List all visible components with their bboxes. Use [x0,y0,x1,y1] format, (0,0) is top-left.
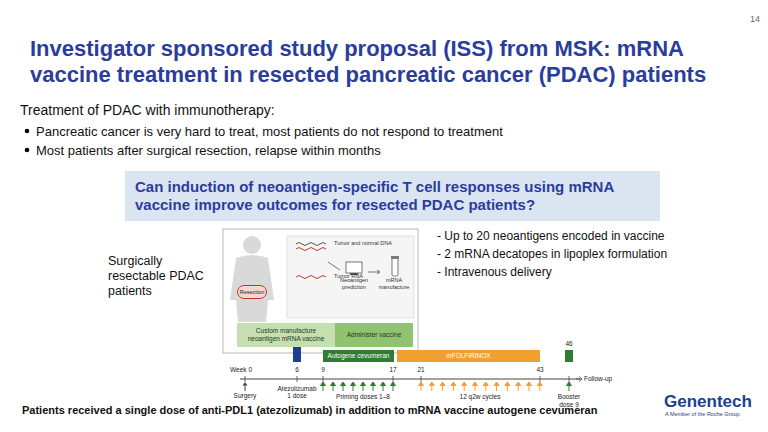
question-band: Can induction of neoantigen-specific T c… [125,171,660,221]
node-text: Can induction of neoantigen-specific T c… [135,178,650,214]
node-text: Administer vaccine [347,331,402,339]
workflow-label: mRNA manufacture [376,277,412,290]
axis-end-arrow [576,377,582,382]
week-number: 9 [313,366,333,374]
timeline-label: Atezolizumab [272,385,322,393]
phase-band: mFOLFIRINOX [397,350,540,362]
phase-band: Administer vaccine [335,323,413,347]
logo-tagline: A Member of the Roche Group [665,411,765,418]
node-text: mFOLFIRINOX [446,352,490,360]
week-number: 43 [530,366,550,374]
priming-arrows [321,382,572,391]
workflow-panel [287,236,414,318]
section-heading: Treatment of PDAC with immunotherapy: [20,102,420,119]
phase-band: Custom manufacture neoantigen mRNA vacci… [237,323,335,347]
rna-strand [296,276,326,279]
chemo-arrows [419,382,543,391]
week-number: 6 [287,366,307,374]
workflow-label: Tumor and normal DNA [334,240,394,247]
bullet-text: Most patients after surgical resection, … [36,143,736,159]
dna-strand [296,243,326,246]
timeline-axis [240,379,580,380]
surgery-arrow [243,382,248,386]
dna-strand [296,248,326,251]
feature-text: - Up to 20 neoantigens encoded in vaccin… [437,229,757,243]
week-number: Week 0 [222,366,252,374]
week-number: 21 [411,366,431,374]
timeline-label: Surgery [230,392,260,400]
week-number: 17 [383,366,403,374]
bullet-dot [25,148,30,153]
timeline-label: 1 dose [272,392,322,400]
timeline-label: Follow-up [584,375,624,383]
timeline-label: 12 q2w cycles [450,393,510,401]
feature-text: - Intravenous delivery [437,265,757,279]
person-silhouette [230,236,274,322]
node-text: Autogene cevumeran [328,352,390,360]
workflow-label: Neoantigen prediction [336,277,372,290]
phase-band: Autogene cevumeran [323,350,394,362]
booster-bar [565,350,573,362]
vial-icon [391,256,399,259]
flow-arrow [368,270,380,274]
bullet-dot [25,129,30,134]
week-number: 46 [559,340,579,348]
vial-icon [392,258,398,276]
illustration-frame [223,229,418,353]
computer-icon [346,262,362,273]
patient-label: Surgically resectable PDAC patients [108,254,220,299]
slide-title: Investigator sponsored study proposal (I… [30,36,758,88]
timeline-label: Booster dose 9 [552,393,586,409]
node-text: Custom manufacture neoantigen mRNA vacci… [239,327,333,343]
timeline-ticks [245,376,569,382]
node-text: Resection [240,289,264,296]
logo-wordmark: Genentech [664,392,764,412]
page-number: 14 [720,14,760,25]
feature-text: - 2 mRNA decatopes in lipoplex formulati… [437,247,757,261]
bullet-text: Pancreatic cancer is very hard to treat,… [36,124,736,140]
timeline-label: Priming doses 1–8 [328,393,398,401]
flow-arrow [328,262,340,270]
resection-badge: Resection [237,285,267,299]
